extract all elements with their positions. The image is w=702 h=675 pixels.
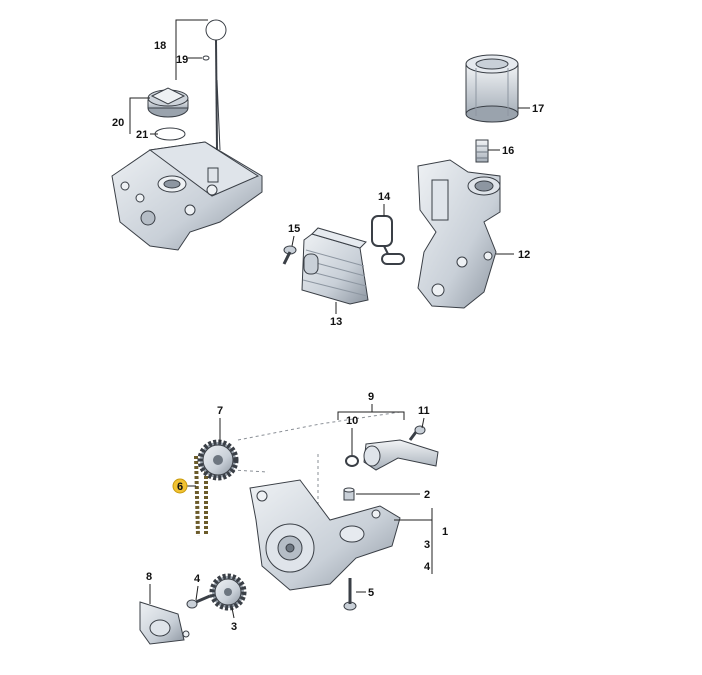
callout-3: 3	[231, 621, 237, 633]
filter-spigot-part	[475, 139, 489, 163]
bolt-15-part	[282, 245, 297, 265]
callout-16: 16	[502, 145, 514, 157]
valve-cover-part	[111, 141, 263, 251]
callout-8: 8	[146, 571, 152, 583]
callout-19: 19	[176, 54, 188, 66]
callout-17: 17	[532, 103, 544, 115]
callout-labels: 18 19 20 21 17 16 14 15 12 13 7 6 9 10 1…	[112, 40, 544, 633]
callout-9: 9	[368, 391, 374, 403]
callout-5: 5	[368, 587, 374, 599]
drive-chain-part	[194, 455, 208, 537]
callout-12: 12	[518, 249, 530, 261]
callout-3-pump: 3	[424, 539, 430, 551]
callout-marker-icon	[172, 478, 188, 494]
pump-sleeve-part	[343, 487, 355, 501]
callout-13: 13	[330, 316, 342, 328]
upper-sprocket-part	[197, 439, 239, 481]
seal-ring-10-part	[345, 455, 359, 467]
bolt-5-part	[343, 578, 357, 611]
oil-filter-part	[465, 54, 519, 123]
cooler-gasket-part	[371, 215, 405, 265]
oil-pump-part	[249, 479, 401, 591]
callout-18: 18	[154, 40, 166, 52]
bolt-11-part	[408, 425, 426, 441]
seal-ring-part	[154, 127, 186, 141]
lower-sprocket-part	[209, 573, 247, 611]
callout-14: 14	[378, 191, 391, 203]
callout-7: 7	[217, 405, 223, 417]
o-ring-part	[202, 55, 210, 61]
callout-2: 2	[424, 489, 430, 501]
callout-11: 11	[418, 405, 430, 417]
callout-4-pump: 4	[424, 561, 431, 573]
chain-cover-part	[139, 601, 190, 645]
callout-4: 4	[194, 573, 201, 585]
oil-filler-cap-part	[147, 87, 189, 118]
callout-20: 20	[112, 117, 124, 129]
callout-21: 21	[136, 129, 148, 141]
leader-lines	[129, 19, 530, 619]
dipstick-part	[205, 19, 227, 151]
callout-1: 1	[442, 526, 448, 538]
callout-6: 6	[177, 481, 183, 493]
callout-15: 15	[288, 223, 300, 235]
oil-filter-housing-part	[417, 159, 501, 309]
oil-cooler-part	[301, 227, 369, 305]
callout-10: 10	[346, 415, 358, 427]
intake-pipe-part	[363, 439, 439, 471]
bolt-4-part	[186, 594, 211, 609]
